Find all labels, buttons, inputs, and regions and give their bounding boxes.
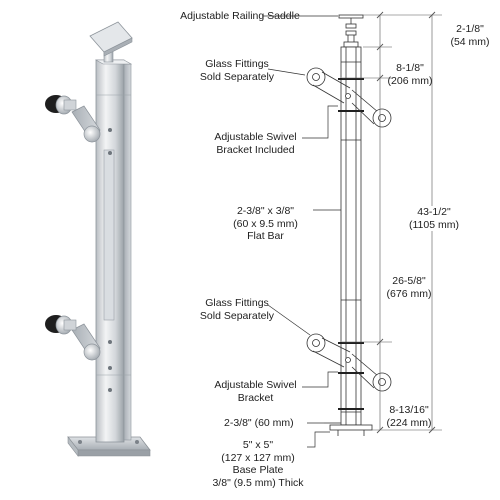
lower-swivel-drawing <box>306 333 392 392</box>
post-line-drawing <box>306 14 392 436</box>
label-swivel-top: Adjustable Swivel Bracket Included <box>214 131 297 156</box>
saddle-render <box>89 21 133 63</box>
base-plate-drawing <box>329 424 373 436</box>
upper-bracket-render <box>45 95 101 143</box>
label-fittings-top: Glass Fittings Sold Separately <box>199 58 275 83</box>
dim-mid-spacing: 26-5/8" (676 mm) <box>386 275 432 300</box>
label-width-dim: 2-3/8" (60 mm) <box>224 417 294 429</box>
label-base-plate: 5" x 5" (127 x 127 mm) Base Plate 3/8" (… <box>212 439 304 489</box>
saddle-drawing <box>338 14 364 48</box>
dimension-ticks <box>376 11 436 434</box>
leader-lines <box>262 15 341 448</box>
label-swivel-bottom: Adjustable Swivel Bracket <box>214 379 297 404</box>
post-tube-render <box>94 59 133 443</box>
lower-bracket-render <box>45 315 101 361</box>
post-tube-drawing <box>338 46 364 426</box>
dim-total-height: 43-1/2" (1105 mm) <box>404 206 464 231</box>
label-flatbar: 2-3/8" x 3/8" (60 x 9.5 mm) Flat Bar <box>233 205 298 242</box>
dim-upper-spacing: 8-1/8" (206 mm) <box>387 62 433 87</box>
upper-swivel-drawing <box>306 67 392 128</box>
label-saddle: Adjustable Railing Saddle <box>180 10 300 22</box>
label-fittings-bottom: Glass Fittings Sold Separately <box>199 297 275 322</box>
dim-lower-spacing: 8-13/16" (224 mm) <box>386 404 432 429</box>
dim-saddle-height: 2-1/8" (54 mm) <box>450 23 490 48</box>
post-render <box>45 21 151 457</box>
